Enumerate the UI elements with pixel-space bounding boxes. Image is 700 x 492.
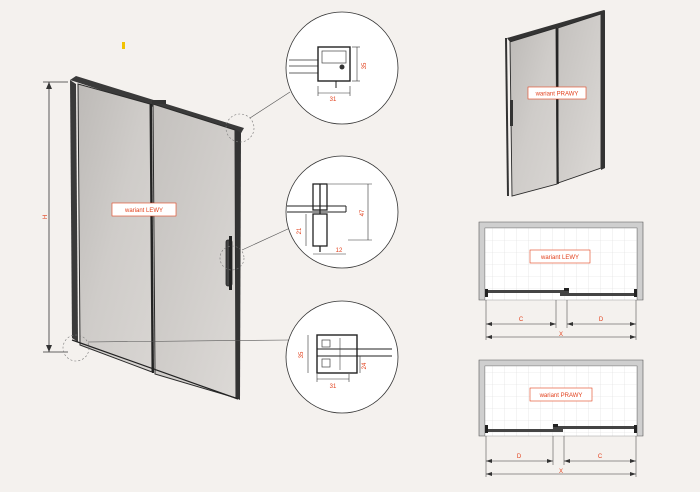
svg-text:35: 35 [362, 62, 368, 69]
variant-left-label: wariant LEWY [124, 208, 163, 214]
left-wall-profile [70, 80, 78, 342]
variant-left-tag: wariant LEWY [111, 202, 177, 217]
dim-d-left: D [599, 317, 604, 323]
svg-text:31: 31 [330, 97, 337, 103]
sliding-glass-panel [152, 103, 237, 399]
callout-handle [219, 245, 245, 271]
detail-handle-profile: 47 21 12 [285, 155, 399, 269]
height-dimension: H [43, 81, 68, 353]
svg-text:24: 24 [362, 362, 368, 369]
callout-bottom [62, 334, 90, 362]
yellow-marker [122, 42, 125, 49]
small-door-right: wariant PRAWY [505, 10, 605, 197]
plan-right-variant-label: wariant PRAWY [539, 393, 583, 399]
svg-text:31: 31 [330, 384, 337, 390]
svg-text:12: 12 [336, 248, 343, 254]
plan-view-left-variant: wariant LEWY C D X [478, 221, 644, 340]
plan-view-right-variant: wariant PRAWY D C X [478, 359, 644, 477]
detail-top-profile: 35 31 [285, 11, 399, 125]
dim-c-left: C [519, 317, 524, 323]
variant-right-label: wariant PRAWY [535, 92, 579, 98]
detail-bottom-profile: 35 24 31 [285, 300, 399, 414]
svg-text:21: 21 [297, 227, 303, 234]
fixed-glass-panel [77, 83, 153, 373]
height-label: H [43, 215, 49, 219]
main-door-left [70, 76, 244, 400]
dim-c-right: C [598, 454, 603, 460]
dim-d-right: D [517, 454, 522, 460]
plan-left-variant-label: wariant LEWY [540, 255, 579, 261]
small-door-handle [510, 100, 513, 126]
callout-top [225, 113, 255, 143]
dim-x-left: X [559, 332, 563, 338]
dim-x-right: X [559, 469, 563, 475]
small-fixed-panel [509, 27, 558, 197]
svg-text:35: 35 [299, 351, 305, 358]
svg-text:47: 47 [360, 209, 366, 216]
